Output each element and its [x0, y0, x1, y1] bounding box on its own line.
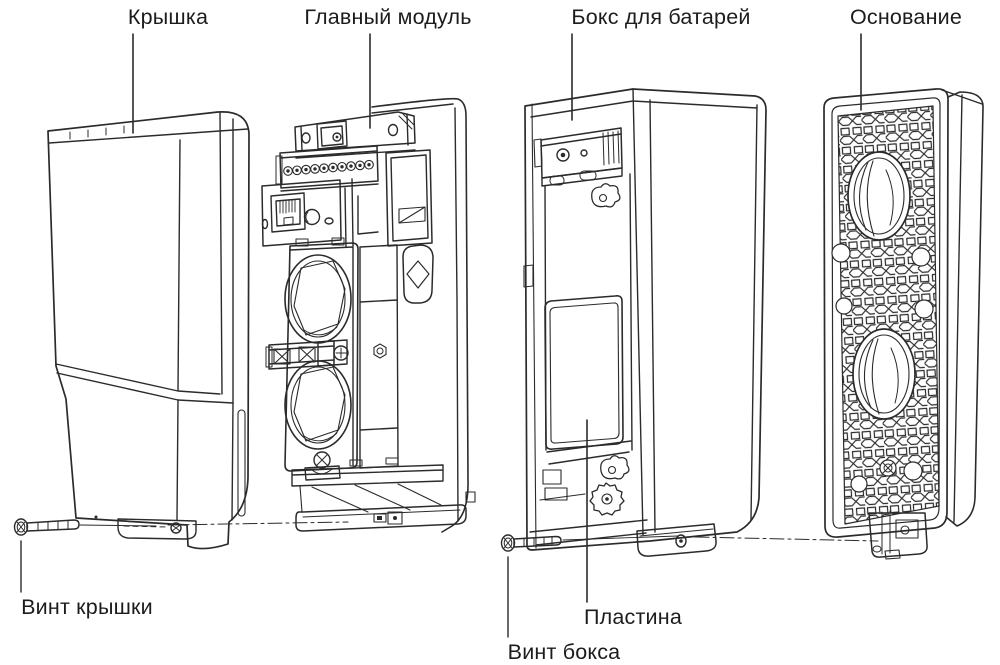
center-axis-line	[167, 521, 879, 542]
main-module-drawing	[261, 97, 476, 533]
cover-screw-drawing	[13, 518, 157, 593]
cover-drawing	[47, 111, 250, 550]
leader-lines	[132, 33, 862, 603]
label-battery-box: Бокс для батарей	[571, 5, 751, 29]
base-drawing	[823, 88, 984, 560]
battery-box-drawing	[523, 88, 767, 557]
label-main-module: Главный модуль	[304, 5, 472, 29]
label-box-screw: Винт бокса	[507, 640, 621, 664]
label-base: Основание	[849, 5, 963, 29]
label-cover-screw: Винт крышки	[21, 595, 153, 619]
label-plate: Пластина	[584, 605, 682, 629]
label-cover: Крышка	[127, 5, 209, 29]
box-screw-drawing	[500, 534, 679, 638]
